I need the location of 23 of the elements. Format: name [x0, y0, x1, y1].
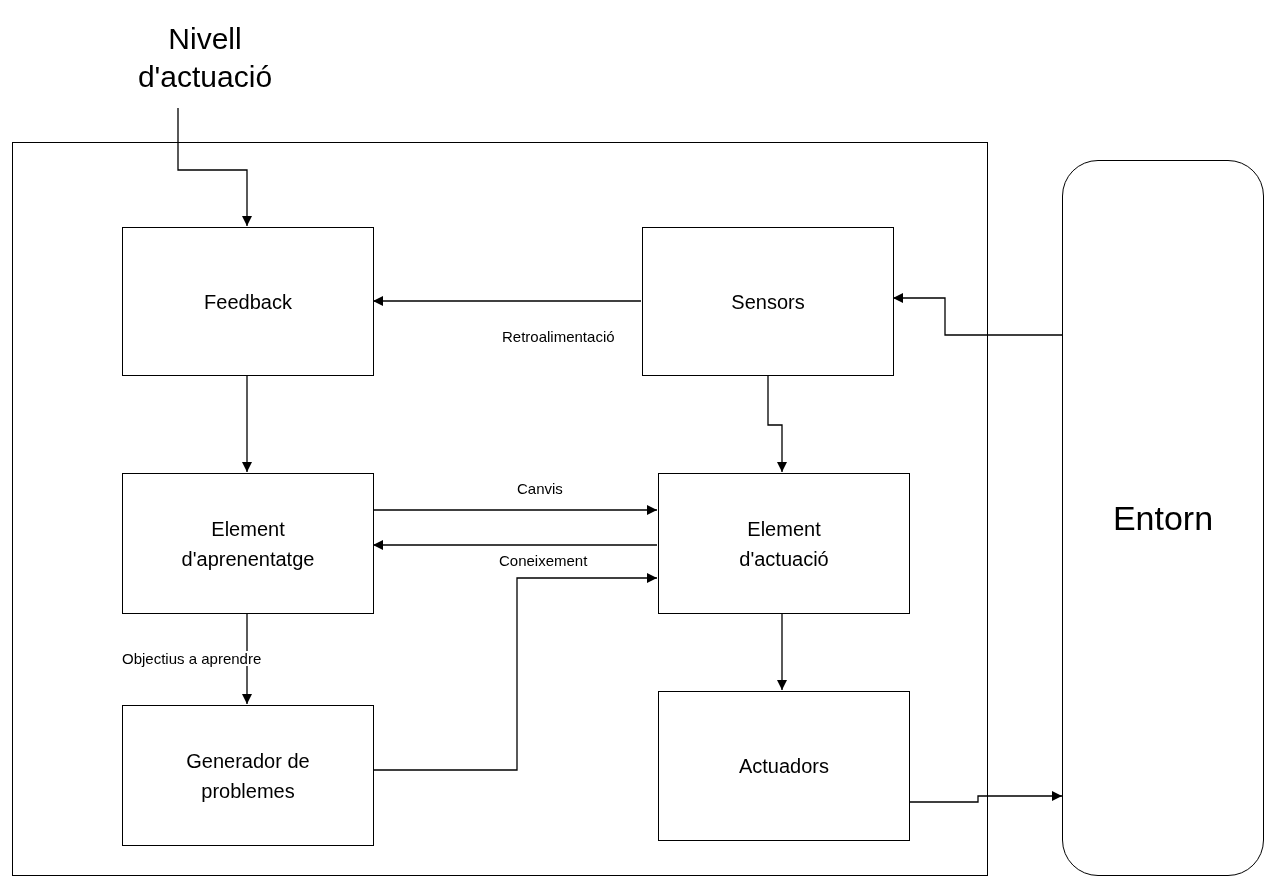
- arrow: [372, 505, 658, 515]
- edge-label: Canvis: [515, 481, 565, 496]
- arrow: [767, 374, 787, 473]
- process-box: Generador de problemes: [122, 705, 374, 846]
- arrow: [177, 107, 252, 227]
- arrow: [372, 573, 658, 771]
- edge-label: Retroalimentació: [500, 329, 617, 344]
- process-box: Feedback: [122, 227, 374, 376]
- environment-box: Entorn: [1062, 160, 1264, 876]
- arrow: [372, 540, 658, 550]
- arrow: [892, 293, 1063, 336]
- process-box: Element d'actuació: [658, 473, 910, 614]
- input-label: Nivell d'actuació: [100, 8, 310, 108]
- arrow: [372, 296, 642, 306]
- process-box: Sensors: [642, 227, 894, 376]
- edge-label: Coneixement: [497, 553, 590, 568]
- arrow: [242, 374, 252, 473]
- agent-frame: [12, 142, 988, 876]
- arrow: [908, 791, 1063, 803]
- arrow: [777, 612, 787, 691]
- process-box: Element d'aprenentatge: [122, 473, 374, 614]
- edge-label: Objectius a aprendre: [120, 651, 264, 666]
- process-box: Actuadors: [658, 691, 910, 841]
